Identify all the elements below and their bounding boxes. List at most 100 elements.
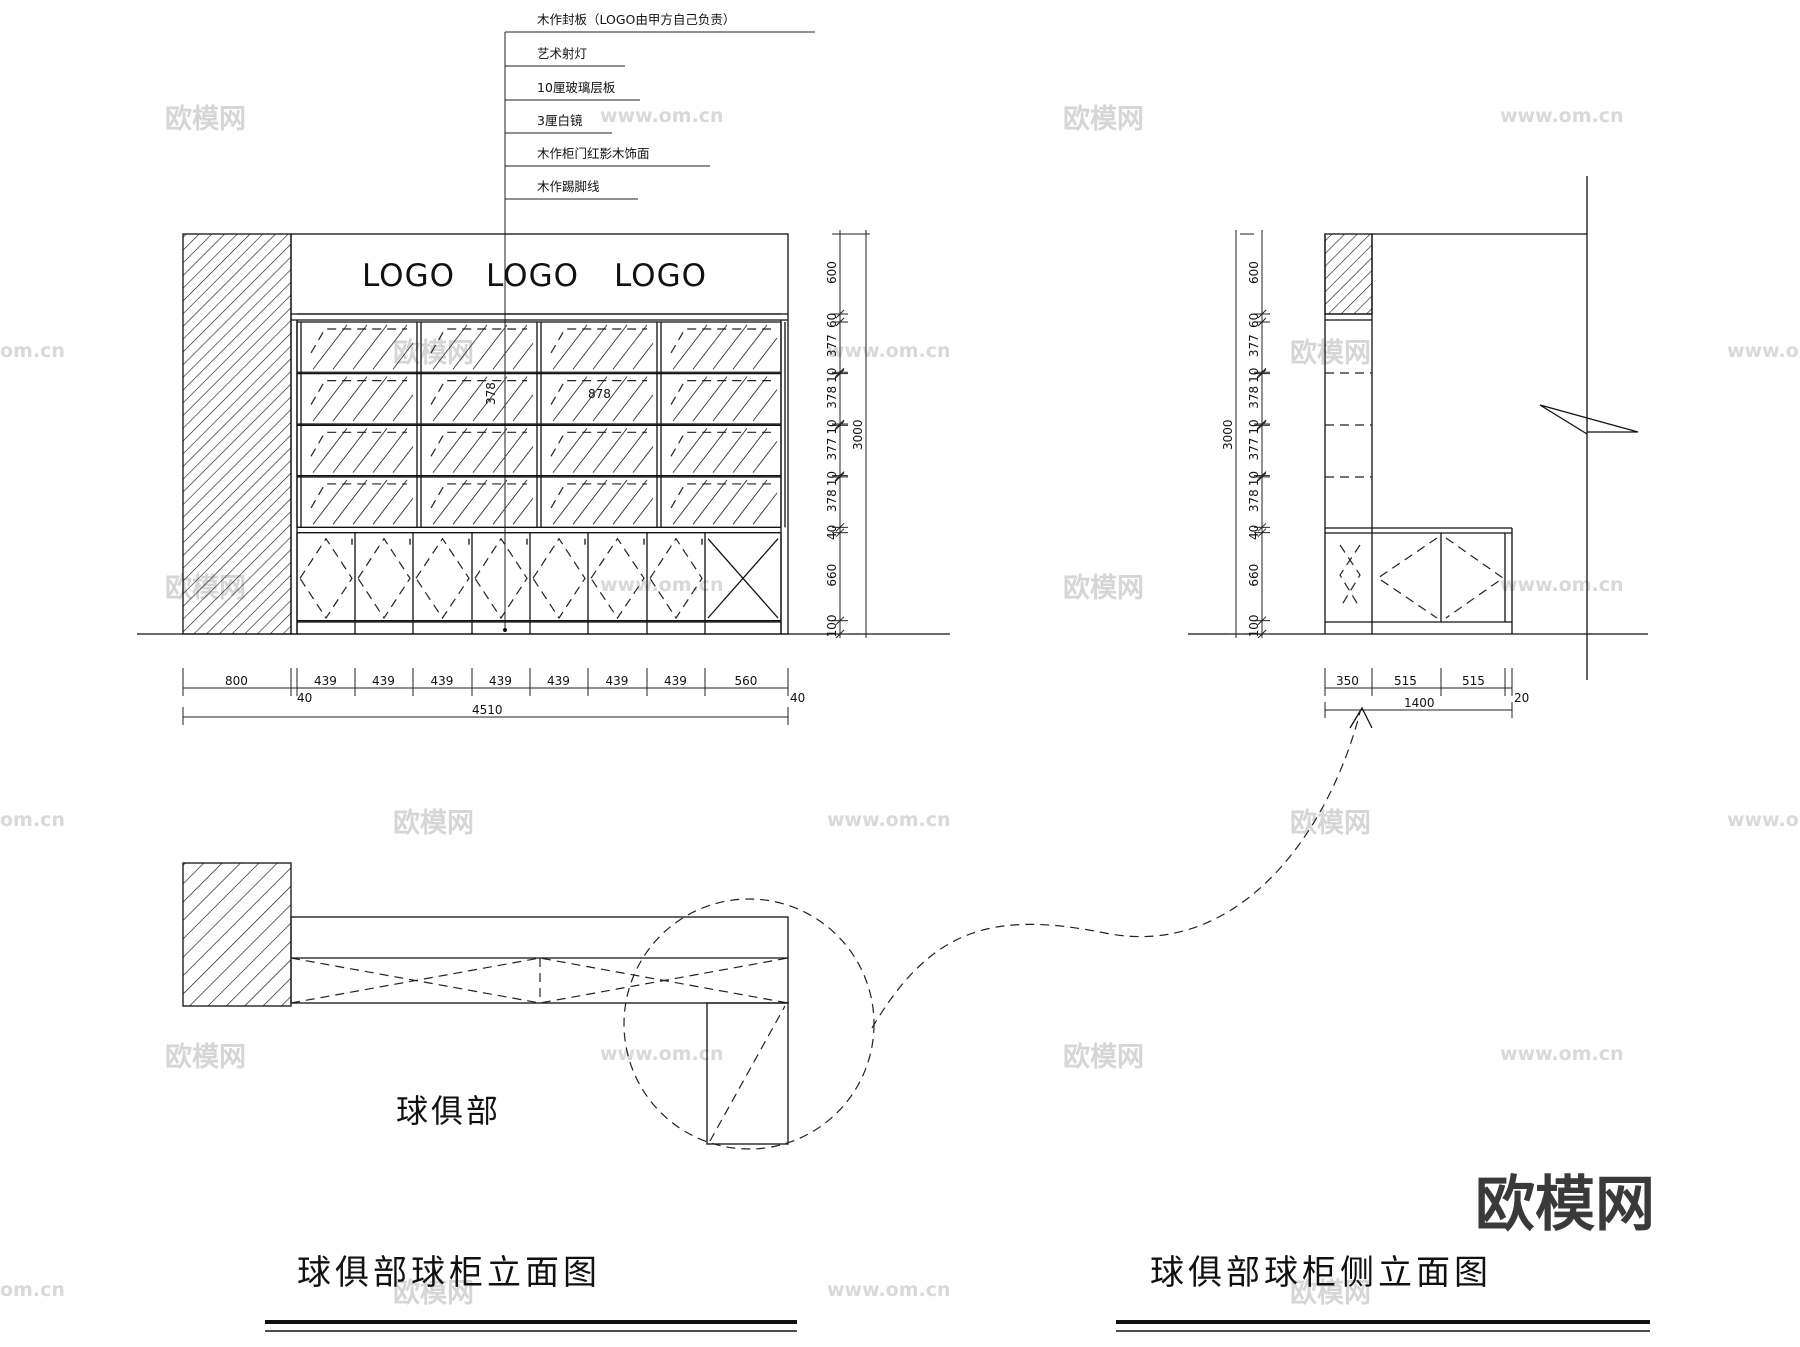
glass-reflection	[732, 324, 768, 370]
glass-reflection	[712, 479, 748, 525]
glass-reflection	[552, 479, 588, 525]
brand-logo: 欧模网	[1475, 1170, 1655, 1240]
glass-reflection	[452, 479, 488, 525]
dim-total: 1400	[1404, 696, 1435, 710]
glass-reflection	[512, 394, 534, 422]
glass-reflection	[752, 441, 778, 473]
dim-label: 515	[1462, 674, 1485, 688]
dim-label: 377	[1247, 438, 1261, 461]
dim-label: 40	[790, 691, 805, 705]
glass-dash	[310, 483, 407, 509]
glass-reflection	[592, 376, 628, 422]
glass-reflection	[592, 428, 628, 473]
dim-label: 40	[1247, 525, 1261, 540]
dim-tick	[1257, 419, 1267, 429]
watermark-brand: 欧模网	[1063, 104, 1144, 135]
dim-label: 20	[1514, 691, 1529, 705]
watermark-brand: 欧模网	[165, 1042, 246, 1073]
glass-reflection	[632, 394, 654, 422]
glass-reflection	[432, 376, 468, 422]
watermark-url: www.om.cn	[827, 809, 951, 831]
inner-dim-label: 378	[484, 382, 498, 405]
glass-reflection	[452, 376, 488, 422]
glass-reflection	[732, 376, 768, 422]
glass-reflection	[612, 479, 648, 525]
inner-dim-label: 878	[588, 387, 611, 401]
watermark-url: www.om.cn	[1500, 574, 1624, 596]
dim-label: 439	[431, 674, 454, 688]
glass-reflection	[492, 376, 528, 422]
glass-reflection	[752, 389, 778, 422]
glass-reflection	[372, 479, 408, 525]
glass-reflection	[692, 376, 728, 422]
glass-reflection	[632, 497, 654, 525]
glass-reflection	[372, 428, 408, 473]
dim-label: 40	[825, 525, 839, 540]
glass-reflection	[552, 376, 588, 422]
glass-reflection	[512, 446, 534, 473]
dim-tick	[835, 369, 845, 378]
dim-label: 439	[664, 674, 687, 688]
dim-total: 4510	[472, 703, 503, 717]
glass-reflection	[492, 428, 528, 473]
glass-reflection	[432, 324, 468, 370]
glass-reflection	[392, 446, 414, 473]
watermark-url: www.om	[1727, 809, 1800, 831]
door-swing-mark	[474, 537, 528, 620]
glass-reflection	[372, 324, 408, 370]
plan-wall-hatch	[182, 862, 292, 1007]
glass-reflection	[312, 479, 348, 525]
watermark-url: www.om.cn	[600, 1043, 724, 1065]
dim-tick	[1257, 616, 1267, 626]
glass-reflection	[632, 446, 654, 473]
dim-total: 3000	[851, 419, 865, 450]
callout-text: 艺术射灯	[537, 46, 587, 61]
watermark-brand: 欧模网	[1063, 573, 1144, 604]
glass-reflection	[392, 497, 414, 525]
dim-label: 10	[825, 419, 839, 434]
watermark-brand: 欧模网	[1290, 338, 1371, 369]
wall-section-hatch	[182, 233, 292, 635]
dim-tick	[835, 528, 845, 538]
glass-dash	[310, 380, 407, 405]
callout-text: 10厘玻璃层板	[537, 80, 616, 95]
dim-label: 10	[1247, 471, 1261, 486]
glass-reflection	[352, 479, 388, 525]
dim-label: 378	[825, 386, 839, 409]
glass-reflection	[472, 428, 508, 473]
logo-text: LOGO	[362, 258, 455, 294]
dim-tick	[835, 419, 845, 429]
side-elevation	[1188, 176, 1648, 680]
watermark-brand: 欧模网	[1290, 808, 1371, 839]
dim-tick	[835, 471, 845, 480]
glass-reflection	[332, 428, 368, 473]
dim-tick	[835, 522, 845, 532]
glass-dash	[550, 328, 647, 354]
material-callouts: 木作封板（LOGO由甲方自己负责） 艺术射灯 10厘玻璃层板 3厘白镜 木作柜门…	[503, 12, 815, 632]
dim-label: 660	[825, 564, 839, 587]
watermark-url: om.cn	[0, 809, 65, 831]
door-swing-mark	[649, 537, 703, 620]
dim-label: 515	[1394, 674, 1417, 688]
watermark-url: om.cn	[0, 340, 65, 362]
dim-label: 800	[225, 674, 248, 688]
glass-reflection	[472, 376, 508, 422]
dim-label: 100	[1247, 614, 1261, 637]
glass-reflection	[332, 324, 368, 370]
glass-reflection	[472, 479, 508, 525]
dim-label: 10	[1247, 368, 1261, 383]
dim-label: 60	[1247, 313, 1261, 328]
dim-tick	[835, 616, 845, 626]
dim-tick	[835, 317, 845, 327]
drawing-titles: 球俱部球柜立面图 球俱部球柜侧立面图 欧模网	[265, 1170, 1655, 1332]
glass-reflection	[312, 324, 348, 370]
glass-reflection	[352, 428, 388, 473]
glass-reflection	[332, 479, 368, 525]
dim-tick	[1257, 528, 1267, 538]
glass-reflection	[712, 428, 748, 473]
door-swing-mark	[299, 537, 353, 620]
